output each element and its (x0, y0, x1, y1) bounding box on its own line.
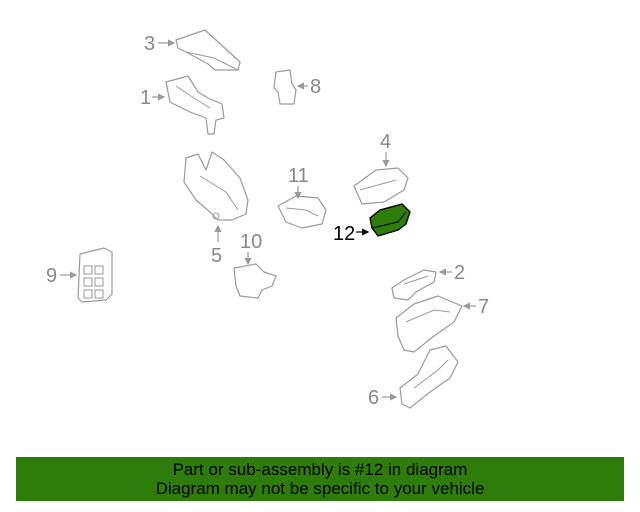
callout-8: 8 (296, 76, 321, 98)
callout-3: 3 (144, 33, 176, 55)
callout-5-label: 5 (211, 245, 222, 267)
callout-7: 7 (462, 296, 489, 318)
callout-8-label: 8 (310, 76, 321, 98)
callout-4: 4 (380, 131, 391, 168)
callout-5: 5 (211, 224, 222, 267)
part-7-bracket[interactable] (395, 295, 463, 353)
part-11-module[interactable] (277, 195, 327, 229)
part-info-banner: Part or sub-assembly is #12 in diagram D… (16, 457, 624, 501)
part-3-cover[interactable] (175, 29, 241, 71)
part-1-bracket[interactable] (165, 75, 225, 135)
callout-10-label: 10 (240, 231, 262, 253)
callout-12: 12 (333, 223, 370, 245)
callout-6: 6 (368, 387, 398, 409)
banner-line-2: Diagram may not be specific to your vehi… (155, 479, 485, 498)
callout-3-label: 3 (144, 33, 155, 55)
part-5-bracket[interactable] (183, 151, 249, 221)
parts-diagram: 3 1 8 5 11 4 (46, 29, 489, 409)
part-9-switch-panel[interactable] (77, 247, 113, 303)
callout-2-label: 2 (454, 262, 465, 284)
callout-2: 2 (438, 262, 465, 284)
callout-12-label: 12 (333, 223, 355, 245)
part-2-connector[interactable] (391, 269, 437, 301)
callout-6-label: 6 (368, 387, 379, 409)
callout-11-label: 11 (288, 165, 309, 187)
banner-line-1: Part or sub-assembly is #12 in diagram (172, 460, 468, 479)
callout-1-label: 1 (140, 87, 151, 109)
part-6-bracket[interactable] (399, 345, 459, 409)
part-8-clip[interactable] (273, 69, 297, 105)
callout-4-label: 4 (380, 131, 391, 153)
part-12-highlighted[interactable] (369, 203, 411, 237)
callout-10: 10 (240, 231, 262, 266)
callout-11: 11 (288, 165, 309, 200)
callout-7-label: 7 (478, 296, 489, 318)
callout-1: 1 (140, 87, 166, 109)
part-10-sensor[interactable] (233, 263, 277, 299)
callout-9-label: 9 (46, 265, 57, 287)
callout-9: 9 (46, 265, 78, 287)
part-4-control-unit[interactable] (353, 167, 409, 205)
